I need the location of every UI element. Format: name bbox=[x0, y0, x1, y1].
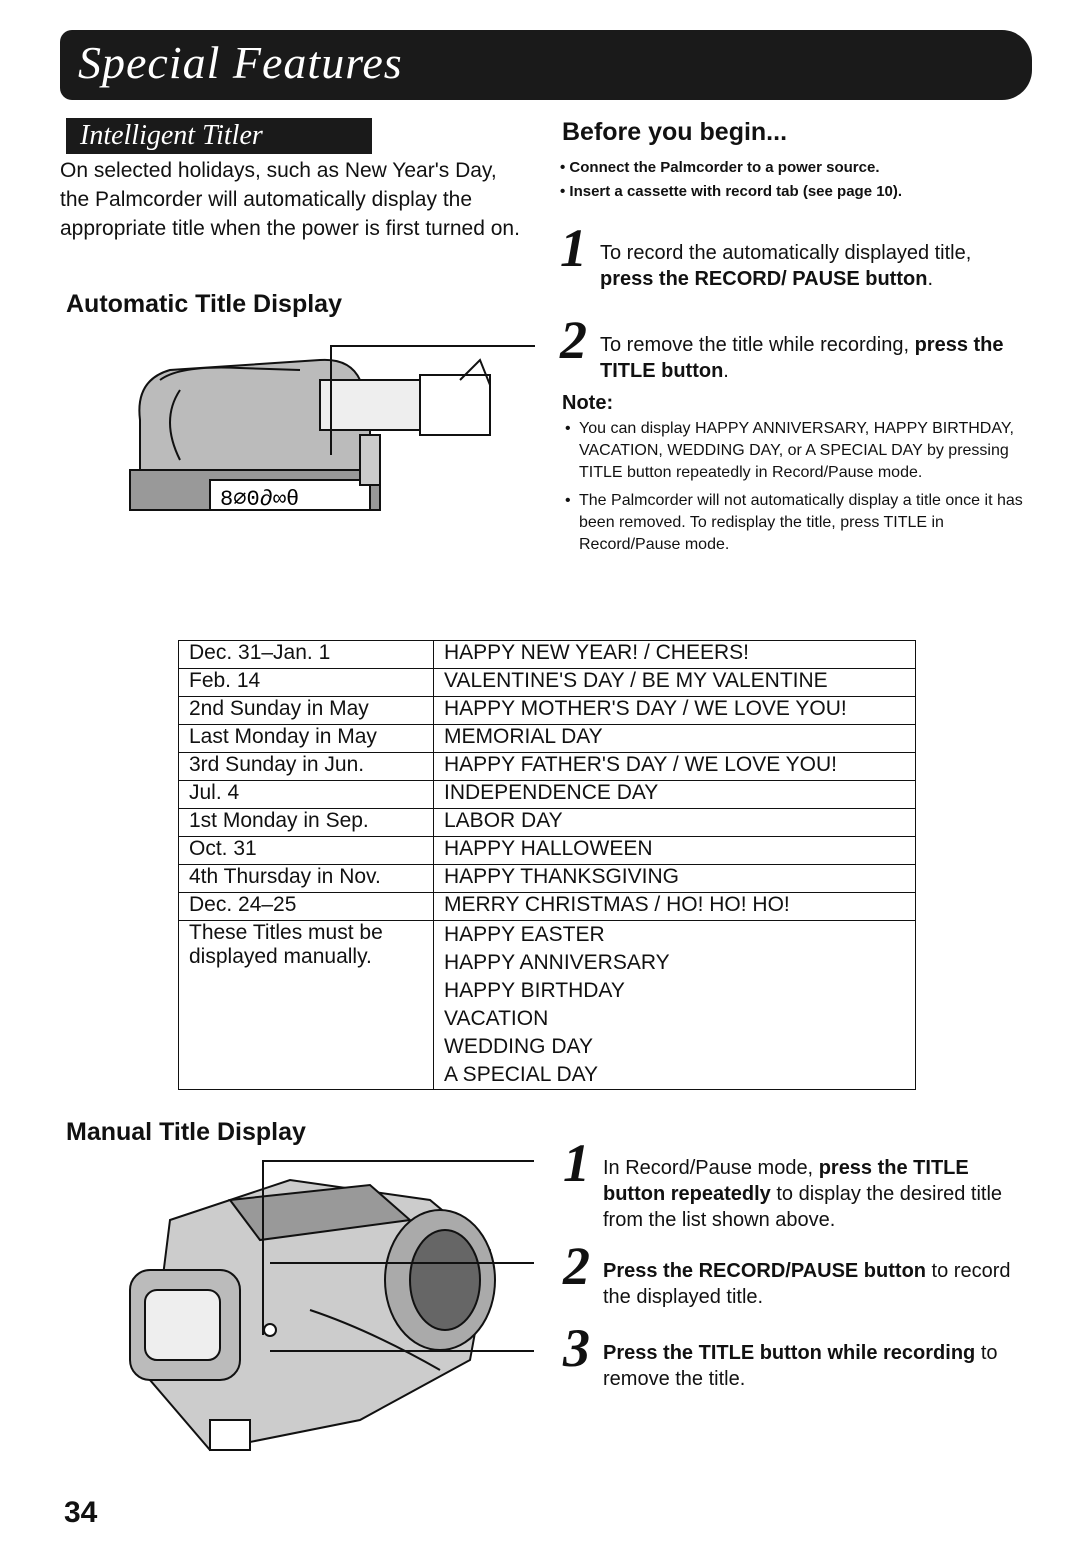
step-number: 3 bbox=[563, 1318, 590, 1378]
display-readout: 8∅0∂∞θ bbox=[220, 487, 299, 512]
auto-step-2: 2 To remove the title while recording, p… bbox=[560, 310, 1004, 382]
step-number: 1 bbox=[563, 1133, 590, 1193]
date-cell: Jul. 4 bbox=[178, 780, 434, 809]
title-cell: HAPPY HALLOWEEN bbox=[433, 836, 916, 865]
title-cell: MEMORIAL DAY bbox=[433, 724, 916, 753]
before-heading: Before you begin... bbox=[562, 118, 788, 146]
title-cell: MERRY CHRISTMAS / HO! HO! HO! bbox=[433, 892, 916, 921]
section-label: Intelligent Titler bbox=[66, 118, 372, 154]
note-item: The Palmcorder will not automatically di… bbox=[565, 490, 1035, 556]
manual-label-cell: These Titles must be displayed manually. bbox=[178, 920, 434, 1090]
date-cell: 2nd Sunday in May bbox=[178, 696, 434, 725]
date-cell: Dec. 24–25 bbox=[178, 892, 434, 921]
manual-titles-cell: HAPPY EASTER HAPPY ANNIVERSARY HAPPY BIRTH… bbox=[433, 920, 916, 1090]
manual-step-3: 3 Press the TITLE button while recording… bbox=[563, 1318, 998, 1390]
auto-title-heading: Automatic Title Display bbox=[66, 290, 342, 318]
title-cell: LABOR DAY bbox=[433, 808, 916, 837]
leader-line-manual-2 bbox=[270, 1262, 534, 1264]
date-cell: Oct. 31 bbox=[178, 836, 434, 865]
leader-line-auto-vertical bbox=[330, 345, 332, 455]
manual-step-2: 2 Press the RECORD/PAUSE button to recor… bbox=[563, 1236, 1011, 1308]
list-item: • Insert a cassette with record tab (see… bbox=[560, 183, 903, 200]
page-number: 34 bbox=[64, 1496, 98, 1529]
table-row: 1st Monday in Sep.LABOR DAY bbox=[178, 808, 916, 837]
manual-title-heading: Manual Title Display bbox=[66, 1118, 306, 1146]
date-cell: Last Monday in May bbox=[178, 724, 434, 753]
title-cell: HAPPY FATHER'S DAY / WE LOVE YOU! bbox=[433, 752, 916, 781]
date-cell: 4th Thursday in Nov. bbox=[178, 864, 434, 893]
leader-line-manual-1-vertical bbox=[262, 1160, 264, 1335]
title-cell: HAPPY THANKSGIVING bbox=[433, 864, 916, 893]
manual-title-item: HAPPY BIRTHDAY bbox=[444, 979, 625, 1002]
camcorder-side-illustration: 8∅0∂∞θ bbox=[129, 358, 491, 512]
note-list: You can display HAPPY ANNIVERSARY, HAPPY… bbox=[565, 418, 1035, 562]
manual-title-item: WEDDING DAY bbox=[444, 1035, 593, 1058]
step-number: 1 bbox=[560, 218, 587, 278]
manual-title-item: A SPECIAL DAY bbox=[444, 1063, 599, 1086]
auto-step-1: 1 To record the automatically displayed … bbox=[560, 218, 972, 290]
date-cell: Feb. 14 bbox=[178, 668, 434, 697]
manual-title-item: VACATION bbox=[444, 1007, 549, 1030]
note-item: You can display HAPPY ANNIVERSARY, HAPPY… bbox=[565, 418, 1035, 484]
leader-line-auto bbox=[330, 345, 535, 347]
date-cell: 3rd Sunday in Jun. bbox=[178, 752, 434, 781]
note-heading: Note: bbox=[562, 392, 614, 414]
date-cell: Dec. 31–Jan. 1 bbox=[178, 640, 434, 669]
intro-text: On selected holidays, such as New Year's… bbox=[60, 159, 520, 240]
title-cell: INDEPENDENCE DAY bbox=[433, 780, 916, 809]
table-row: 3rd Sunday in Jun.HAPPY FATHER'S DAY / W… bbox=[178, 752, 916, 781]
before-list: • Connect the Palmcorder to a power sour… bbox=[560, 156, 1060, 204]
leader-line-manual-3 bbox=[270, 1350, 534, 1352]
date-cell: 1st Monday in Sep. bbox=[178, 808, 434, 837]
title-cell: HAPPY NEW YEAR! / CHEERS! bbox=[433, 640, 916, 669]
page-banner: Special Features bbox=[60, 30, 1032, 100]
page-title: Special Features bbox=[78, 37, 403, 88]
table-row-manual: These Titles must be displayed manually.… bbox=[178, 920, 916, 1090]
table-row: 4th Thursday in Nov.HAPPY THANKSGIVING bbox=[178, 864, 916, 893]
list-item: • Connect the Palmcorder to a power sour… bbox=[560, 159, 880, 176]
step-number: 2 bbox=[563, 1236, 590, 1296]
title-cell: HAPPY MOTHER'S DAY / WE LOVE YOU! bbox=[433, 696, 916, 725]
camcorder-front-illustration bbox=[129, 1178, 496, 1452]
leader-line-manual-1 bbox=[262, 1160, 534, 1162]
manual-title-item: HAPPY ANNIVERSARY bbox=[444, 951, 670, 974]
manual-title-item: HAPPY EASTER bbox=[444, 923, 605, 946]
step-number: 2 bbox=[560, 310, 587, 370]
title-cell: VALENTINE'S DAY / BE MY VALENTINE bbox=[433, 668, 916, 697]
manual-step-1: 1 In Record/Pause mode, press the TITLE … bbox=[563, 1133, 1003, 1231]
